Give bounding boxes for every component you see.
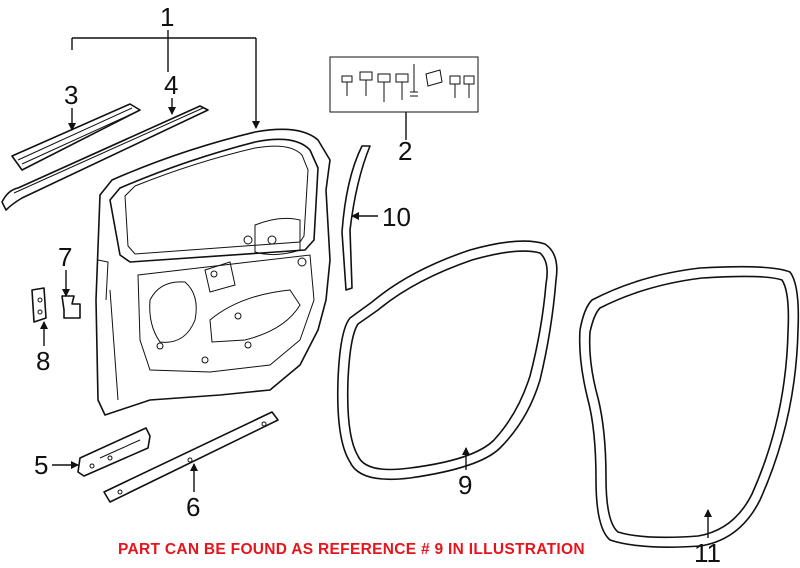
callout-labels: 1 2 3 4 5 6 7 8 9 10 11 [34,2,721,568]
callout-10: 10 [382,202,411,232]
bolt-icons [341,64,475,102]
outer-belt-molding-part [11,103,141,171]
callout-1: 1 [160,2,174,32]
callout-4: 4 [164,70,178,100]
reference-notice: PART CAN BE FOUND AS REFERENCE # 9 IN IL… [118,541,585,558]
door-weatherstrip-part [336,240,558,481]
bracket-part-7 [61,295,81,319]
callout-7: 7 [58,242,72,272]
rocker-molding-part [103,411,279,503]
callout-3: 3 [64,80,78,110]
callout-9: 9 [458,470,472,500]
leader-lines [40,30,712,538]
callout-11: 11 [694,538,721,568]
callout-8: 8 [36,346,50,376]
bracket-part-8 [31,287,47,323]
lower-bracket-part [77,427,151,477]
body-weatherstrip-part [578,265,800,548]
door-edge-seal-part [341,145,371,291]
callout-6: 6 [186,492,200,522]
fastener-kit-part [329,56,479,113]
callout-2: 2 [398,136,412,166]
belt-weatherstrip-part [1,105,209,211]
callout-5: 5 [34,450,48,480]
door-shell-part [95,128,331,416]
